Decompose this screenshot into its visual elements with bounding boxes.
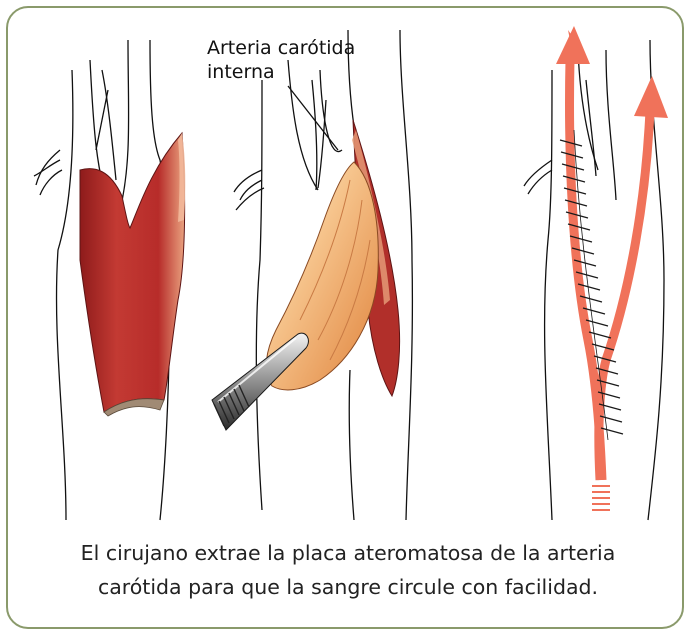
suture-stitches [559, 129, 624, 441]
caption-line-1: El cirujano extrae la placa ateromatosa … [80, 541, 616, 565]
internal-carotid-label: Arteria carótida interna [207, 36, 355, 84]
removed-plaque [265, 161, 379, 391]
blood-flow-arrows [556, 26, 668, 511]
label-line-1: Arteria carótida [207, 37, 356, 59]
caption-line-2: carótida para que la sangre circule con … [97, 575, 599, 599]
figure-caption: El cirujano extrae la placa ateromatosa … [20, 536, 676, 604]
opened-artery-wall [79, 131, 186, 417]
forceps-icon [211, 332, 309, 431]
label-line-2: interna [207, 61, 275, 83]
